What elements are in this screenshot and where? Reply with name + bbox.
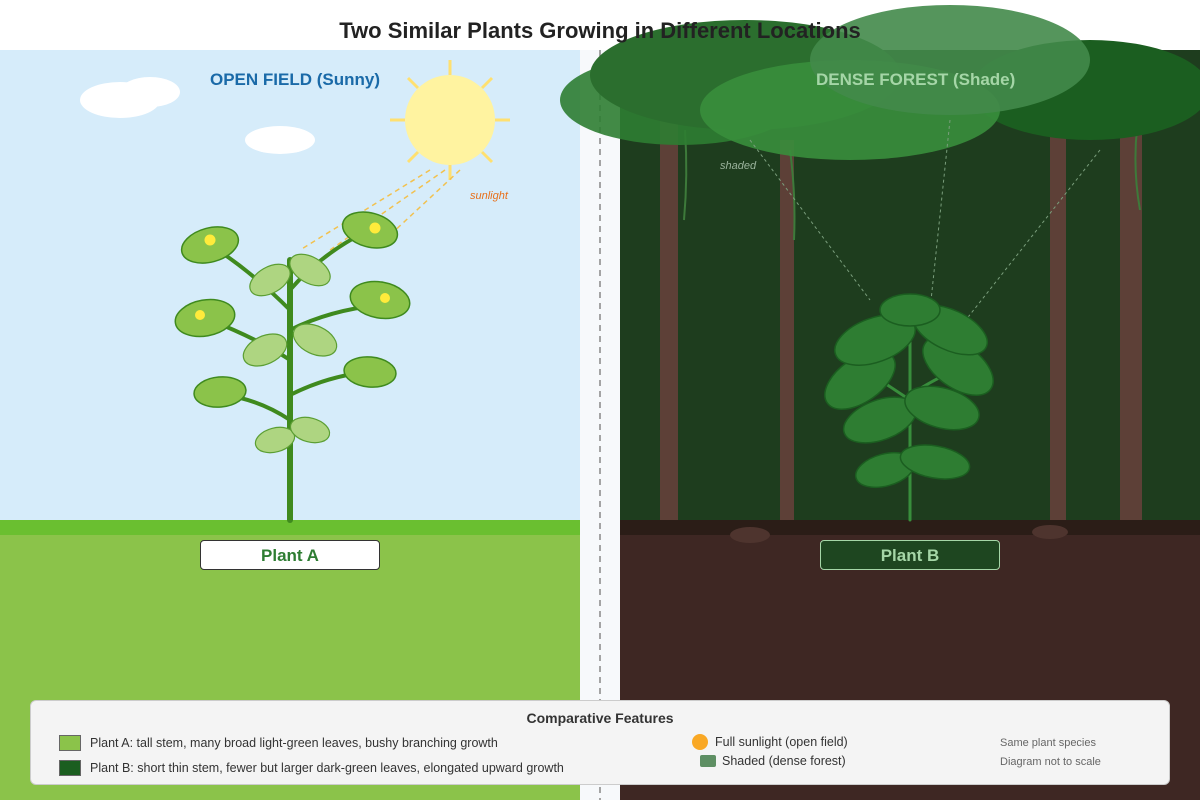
forest-floor-strip <box>620 520 1200 535</box>
forest-scene <box>560 5 1200 800</box>
legend-note-scale: Diagram not to scale <box>1000 756 1101 768</box>
page-title: Two Similar Plants Growing in Different … <box>339 18 861 43</box>
shaded-note: shaded <box>720 160 757 172</box>
legend: Comparative Features Plant A: tall stem,… <box>30 700 1170 785</box>
grass-strip <box>0 520 580 535</box>
forest-label: DENSE FOREST (Shade) <box>816 70 1016 89</box>
legend-note-species: Same plant species <box>1000 737 1096 749</box>
legend-condition-label: Full sunlight (open field) <box>715 735 848 749</box>
legend-condition-shade: Shaded (dense forest) <box>700 754 846 768</box>
light-filter-lines <box>749 119 1101 341</box>
sun-icon <box>390 60 510 180</box>
canopy <box>560 5 1200 160</box>
plant-a-swatch <box>59 735 81 751</box>
legend-condition-sun: Full sunlight (open field) <box>692 734 848 750</box>
legend-item-label: Plant A: tall stem, many broad light-gre… <box>90 736 498 750</box>
sunlight-rays <box>299 169 461 251</box>
legend-item-plant-b: Plant B: short thin stem, fewer but larg… <box>59 760 564 776</box>
cloud <box>245 126 315 154</box>
plant-a <box>174 211 411 523</box>
legend-condition-label: Shaded (dense forest) <box>722 754 846 768</box>
open-field-label: OPEN FIELD (Sunny) <box>210 70 380 89</box>
legend-item-label: Plant B: short thin stem, fewer but larg… <box>90 761 564 775</box>
shade-square-icon <box>700 755 716 767</box>
open-field-scene <box>0 50 580 800</box>
sun-dot-icon <box>692 734 708 750</box>
plant-a-label: Plant A <box>200 540 380 570</box>
plant-b <box>824 293 994 522</box>
tree-trunks <box>660 100 1142 520</box>
cloud <box>120 77 180 107</box>
legend-title: Comparative Features <box>526 710 674 726</box>
legend-item-plant-a: Plant A: tall stem, many broad light-gre… <box>59 735 498 751</box>
sunlight-note: sunlight <box>470 190 508 202</box>
rock <box>1032 525 1068 539</box>
plant-b-swatch <box>59 760 81 776</box>
rock <box>730 527 770 543</box>
plant-b-label: Plant B <box>820 540 1000 570</box>
